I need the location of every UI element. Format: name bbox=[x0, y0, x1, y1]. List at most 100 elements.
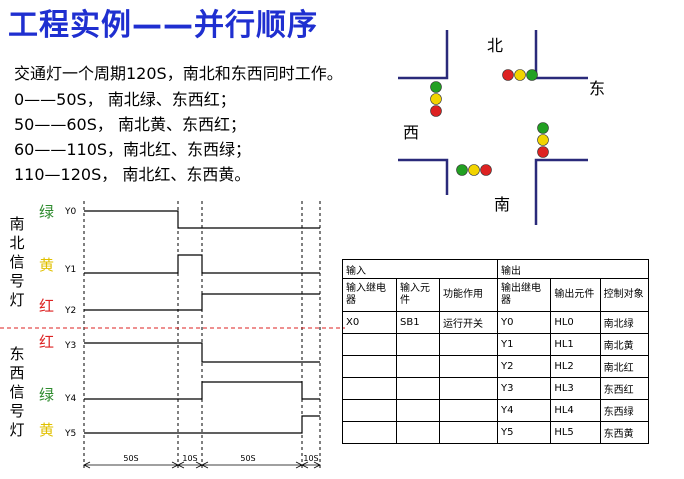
signal-name-y3: Y3 bbox=[64, 341, 76, 351]
table-cell: HL0 bbox=[550, 311, 601, 334]
table-cell: 东西黄 bbox=[599, 421, 650, 444]
road-corner-se bbox=[534, 158, 588, 225]
intersection-diagram: 北 东 西 南 bbox=[398, 30, 605, 225]
table-cell: 运行开关 bbox=[439, 311, 498, 334]
table-row: Y3 HL3 东西红 bbox=[342, 377, 650, 400]
table-cell: 南北红 bbox=[599, 355, 650, 378]
table-cell bbox=[342, 377, 397, 400]
table-cell: 南北绿 bbox=[599, 311, 650, 334]
table-cell: 南北黄 bbox=[599, 333, 650, 356]
signal-name-y4: Y4 bbox=[64, 394, 76, 404]
interval-label-3: 50S bbox=[240, 454, 255, 463]
page-title: 工程实例——并行顺序 bbox=[8, 8, 318, 43]
table-cell bbox=[439, 399, 498, 422]
signal-color-y1: 黄 bbox=[39, 256, 54, 274]
signal-name-y5: Y5 bbox=[64, 429, 76, 439]
label-east: 东 bbox=[589, 79, 605, 98]
signal-color-labels: 绿 黄 红 红 绿 黄 bbox=[39, 203, 54, 439]
description-line-2: 0——50S， 南北绿、东西红； bbox=[14, 90, 236, 109]
traffic-light-east bbox=[537, 122, 549, 158]
table-row: Y5 HL5 东西黄 bbox=[342, 421, 650, 444]
group-header-input: 输入 bbox=[342, 259, 498, 279]
column-header: 输入元件 bbox=[396, 278, 440, 312]
road-edges bbox=[398, 30, 588, 225]
timing-diagram: 绿 黄 红 红 绿 黄 Y0 Y1 Y2 Y3 Y4 Y5 50S 10S 50… bbox=[0, 201, 345, 470]
signal-waveforms bbox=[84, 210, 320, 434]
table-cell: X0 bbox=[342, 311, 397, 334]
interval-labels: 50S 10S 50S 10S bbox=[123, 454, 318, 463]
label-south: 南 bbox=[494, 195, 510, 214]
waveform-y4 bbox=[84, 381, 320, 400]
label-west: 西 bbox=[403, 123, 419, 142]
waveform-y0 bbox=[84, 210, 320, 229]
table-row: Y2 HL2 南北红 bbox=[342, 355, 650, 378]
table-cell: HL5 bbox=[550, 421, 601, 444]
interval-label-1: 50S bbox=[123, 454, 138, 463]
description-line-1: 交通灯一个周期120S，南北和东西同时工作。 bbox=[14, 64, 343, 83]
group-label-north-south: 南北信号灯 bbox=[9, 215, 25, 310]
description-line-3: 50——60S， 南北黄、东西红； bbox=[14, 115, 246, 134]
description-line-4: 60——110S，南北红、东西绿； bbox=[14, 140, 252, 159]
waveform-y3 bbox=[84, 342, 320, 363]
table-cell: HL4 bbox=[550, 399, 601, 422]
traffic-light-west bbox=[430, 81, 442, 117]
signal-color-y3: 红 bbox=[39, 333, 54, 351]
table-cell: HL3 bbox=[550, 377, 601, 400]
signal-color-y0: 绿 bbox=[39, 203, 54, 221]
waveform-y5 bbox=[84, 415, 320, 434]
signal-name-y0: Y0 bbox=[64, 207, 76, 217]
traffic-light-south bbox=[456, 164, 492, 176]
table-cell: Y3 bbox=[496, 377, 552, 400]
interval-label-4: 10S bbox=[303, 454, 318, 463]
signal-names: Y0 Y1 Y2 Y3 Y4 Y5 bbox=[64, 207, 76, 439]
traffic-light-north bbox=[502, 69, 538, 81]
waveform-y2 bbox=[84, 293, 320, 311]
table-cell bbox=[396, 355, 440, 378]
table-cell bbox=[439, 377, 498, 400]
table-row: Y1 HL1 南北黄 bbox=[342, 333, 650, 356]
table-cell: Y0 bbox=[496, 311, 552, 334]
description-line-5: 110—120S， 南北红、东西黄。 bbox=[14, 165, 251, 184]
column-header: 输入继电器 bbox=[342, 278, 397, 312]
table-cell: Y1 bbox=[496, 333, 552, 356]
table-cell: HL1 bbox=[550, 333, 601, 356]
table-cell: HL2 bbox=[550, 355, 601, 378]
table-cell bbox=[342, 333, 397, 356]
interval-dimension-line bbox=[83, 461, 321, 469]
table-cell: Y5 bbox=[496, 421, 552, 444]
group-header-output: 输出 bbox=[497, 259, 649, 279]
table-row: Y4 HL4 东西绿 bbox=[342, 399, 650, 422]
table-cell bbox=[342, 399, 397, 422]
table-cell bbox=[342, 421, 397, 444]
column-header: 控制对象 bbox=[599, 278, 650, 312]
table-group-header-row: 输入 输出 bbox=[342, 259, 649, 279]
table-cell bbox=[439, 421, 498, 444]
waveform-y1 bbox=[84, 254, 320, 274]
column-header: 功能作用 bbox=[439, 278, 498, 312]
signal-color-y2: 红 bbox=[39, 297, 54, 315]
table-cell: SB1 bbox=[396, 311, 440, 334]
column-header: 输出元件 bbox=[550, 278, 601, 312]
table-cell: 东西绿 bbox=[599, 399, 650, 422]
column-header: 输出继电器 bbox=[496, 278, 552, 312]
group-label-ns-text: 南北信号灯 bbox=[9, 215, 25, 309]
table-cell: Y4 bbox=[496, 399, 552, 422]
table-cell bbox=[439, 355, 498, 378]
table-cell: Y2 bbox=[496, 355, 552, 378]
road-corner-ne bbox=[534, 30, 588, 80]
time-grid bbox=[83, 201, 321, 470]
table-cell bbox=[396, 399, 440, 422]
label-north: 北 bbox=[487, 36, 503, 55]
interval-label-2: 10S bbox=[182, 454, 197, 463]
table-cell bbox=[396, 377, 440, 400]
table-column-header-row: 输入继电器 输入元件 功能作用 输出继电器 输出元件 控制对象 bbox=[342, 278, 650, 312]
group-label-ew-text: 东西信号灯 bbox=[9, 345, 25, 439]
table-cell bbox=[396, 421, 440, 444]
signal-color-y4: 绿 bbox=[39, 386, 54, 404]
table-cell bbox=[439, 333, 498, 356]
table-cell bbox=[342, 355, 397, 378]
group-label-east-west: 东西信号灯 bbox=[9, 345, 25, 440]
signal-color-y5: 黄 bbox=[39, 421, 54, 439]
signal-name-y2: Y2 bbox=[64, 306, 76, 316]
table-cell bbox=[396, 333, 440, 356]
